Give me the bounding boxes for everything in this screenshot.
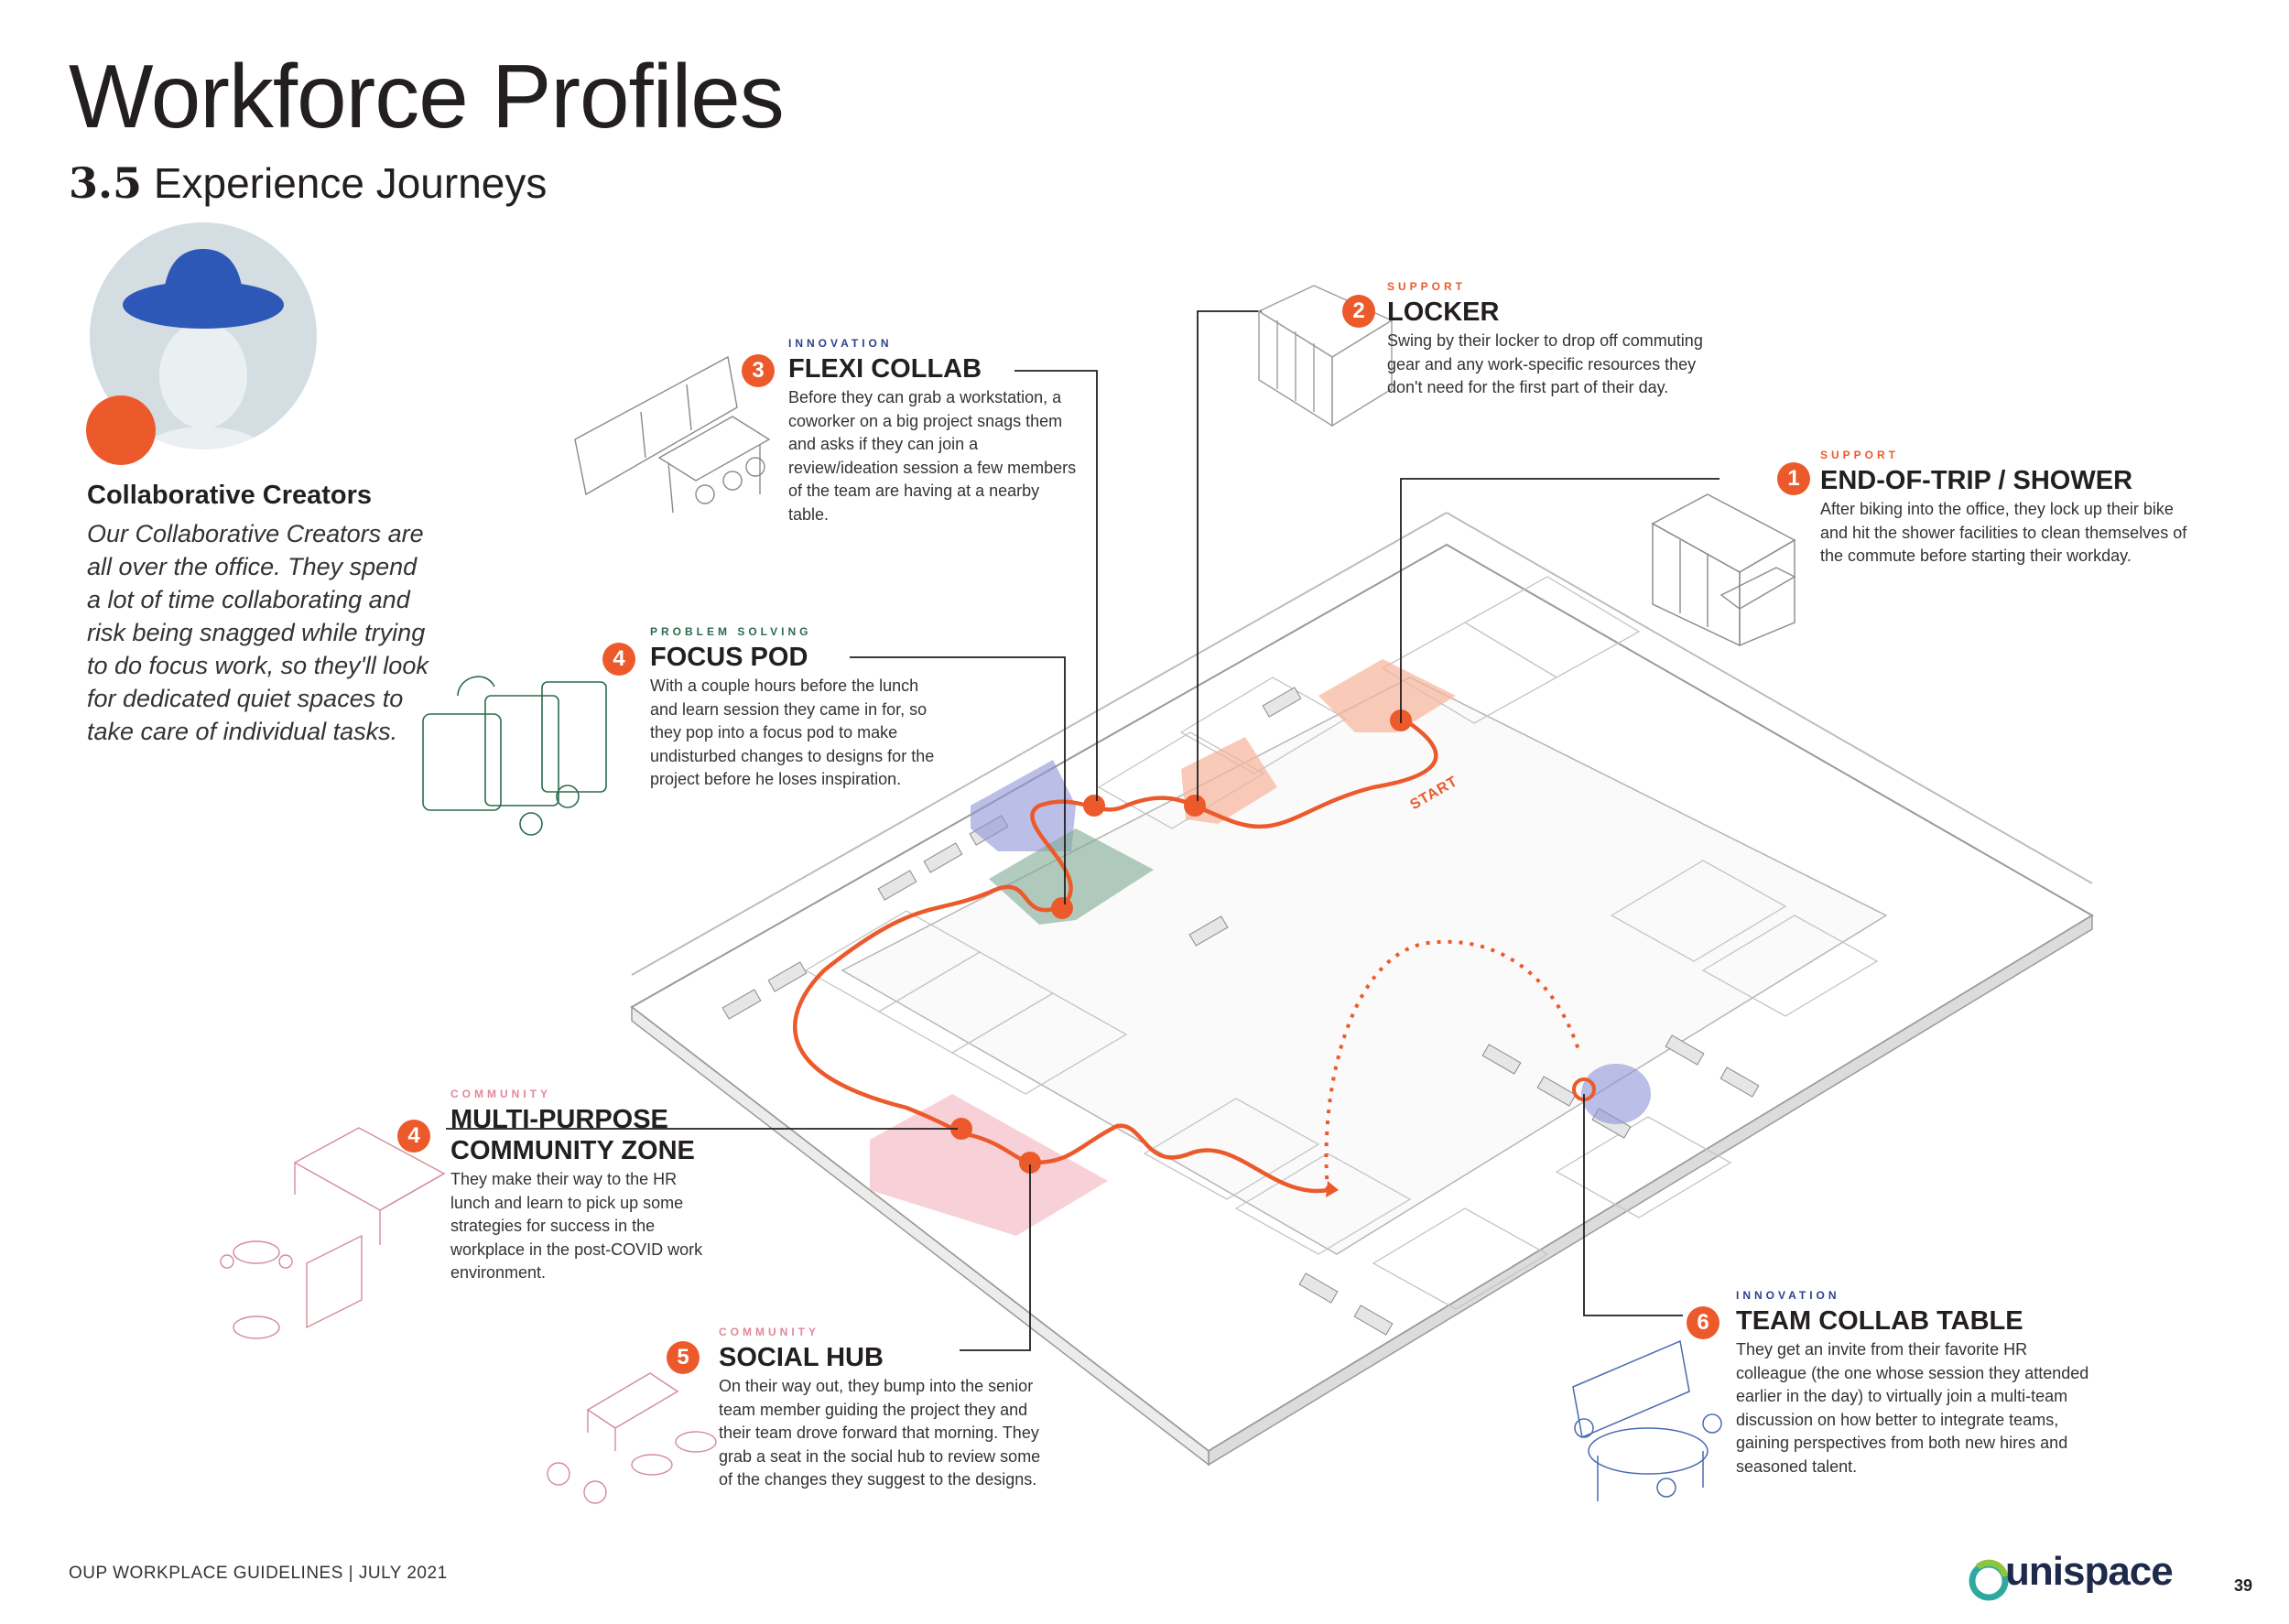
stop-marker-3 xyxy=(1083,795,1105,817)
stop-end-of-trip: SUPPORT END-OF-TRIP / SHOWER After bikin… xyxy=(1820,449,2205,568)
zone-focus-pod-blue xyxy=(971,760,1076,851)
stop-badge-4-focus: 4 xyxy=(602,643,635,676)
zone-shower xyxy=(1318,659,1456,732)
vignette-locker xyxy=(1257,285,1394,428)
stop-description: On their way out, they bump into the sen… xyxy=(719,1377,1041,1489)
page-number: 39 xyxy=(2234,1576,2253,1595)
persona-name: Collaborative Creators xyxy=(87,481,373,510)
stop-category: COMMUNITY xyxy=(450,1088,551,1100)
brand-logo: unispace xyxy=(2005,1549,2174,1594)
persona-avatar xyxy=(86,222,317,465)
stop-title: MULTI-PURPOSE COMMUNITY ZONE xyxy=(450,1105,695,1165)
stop-flexi-collab: INNOVATION FLEXI COLLAB Before they can … xyxy=(788,337,1081,526)
stop-category: SUPPORT xyxy=(1820,449,1900,461)
stop-marker-5 xyxy=(1019,1152,1041,1174)
stop-category: INNOVATION xyxy=(788,337,893,350)
stop-badge-5: 5 xyxy=(667,1341,700,1374)
stop-description: Before they can grab a workstation, a co… xyxy=(788,388,1077,524)
persona-description: Our Collaborative Creators are all over … xyxy=(87,520,429,745)
stop-badge-2: 2 xyxy=(1342,295,1375,328)
leader-lines xyxy=(446,310,1719,1351)
stop-category: INNOVATION xyxy=(1736,1289,1840,1302)
footer-text: OUP WORKPLACE GUIDELINES | JULY 2021 xyxy=(69,1564,448,1583)
stop-title: FOCUS POD xyxy=(650,643,808,672)
stop-marker-4 xyxy=(1051,897,1073,919)
vignette-team-collab xyxy=(1572,1339,1722,1501)
stop-marker-2 xyxy=(1184,795,1206,817)
stop-locker: SUPPORT LOCKER Swing by their locker to … xyxy=(1387,280,1726,400)
vignette-social-hub xyxy=(547,1372,717,1504)
page-title: Workforce Profiles xyxy=(69,46,785,146)
stop-marker-community xyxy=(950,1118,972,1140)
stop-badge-6: 6 xyxy=(1687,1306,1719,1339)
stop-community-zone: COMMUNITY MULTI-PURPOSE COMMUNITY ZONE T… xyxy=(450,1088,716,1285)
vignette-community-zone xyxy=(220,1127,446,1339)
stop-social-hub: COMMUNITY SOCIAL HUB On their way out, t… xyxy=(719,1326,1058,1492)
stop-team-collab: INNOVATION TEAM COLLAB TABLE They get an… xyxy=(1736,1289,2093,1478)
stop-description: Swing by their locker to drop off commut… xyxy=(1387,331,1703,396)
stop-category: SUPPORT xyxy=(1387,280,1467,293)
stop-badge-3: 3 xyxy=(742,354,775,387)
stop-description: They get an invite from their favorite H… xyxy=(1736,1340,2089,1476)
stop-badge-4-community: 4 xyxy=(397,1120,430,1153)
section-number: 3.5 xyxy=(69,158,143,208)
stop-title: LOCKER xyxy=(1387,298,1500,327)
persona-accent-dot xyxy=(86,395,156,465)
workstation-desks xyxy=(721,687,1760,1336)
vignette-focus-pod xyxy=(422,676,607,836)
stop-title: TEAM COLLAB TABLE xyxy=(1736,1306,2023,1336)
section-title: Experience Journeys xyxy=(153,159,548,207)
section-subtitle: 3.5 Experience Journeys xyxy=(69,160,547,207)
stop-description: They make their way to the HR lunch and … xyxy=(450,1170,703,1282)
stop-title: FLEXI COLLAB xyxy=(788,354,982,384)
stop-title: END-OF-TRIP / SHOWER xyxy=(1820,466,2133,495)
stop-badge-1: 1 xyxy=(1777,462,1810,495)
journey-path xyxy=(793,709,1596,1197)
vignette-flexi-collab xyxy=(574,355,771,514)
stop-category: COMMUNITY xyxy=(719,1326,819,1338)
unispace-logo-mark xyxy=(1969,1559,2009,1601)
zone-team-collab xyxy=(1581,1064,1651,1124)
stop-description: After biking into the office, they lock … xyxy=(1820,500,2187,565)
stop-description: With a couple hours before the lunch and… xyxy=(650,677,935,788)
stop-focus-pod: PROBLEM SOLVING FOCUS POD With a couple … xyxy=(650,625,943,792)
stop-category: PROBLEM SOLVING xyxy=(650,625,812,638)
stop-title: SOCIAL HUB xyxy=(719,1343,884,1372)
vignette-shower xyxy=(1651,493,1796,647)
